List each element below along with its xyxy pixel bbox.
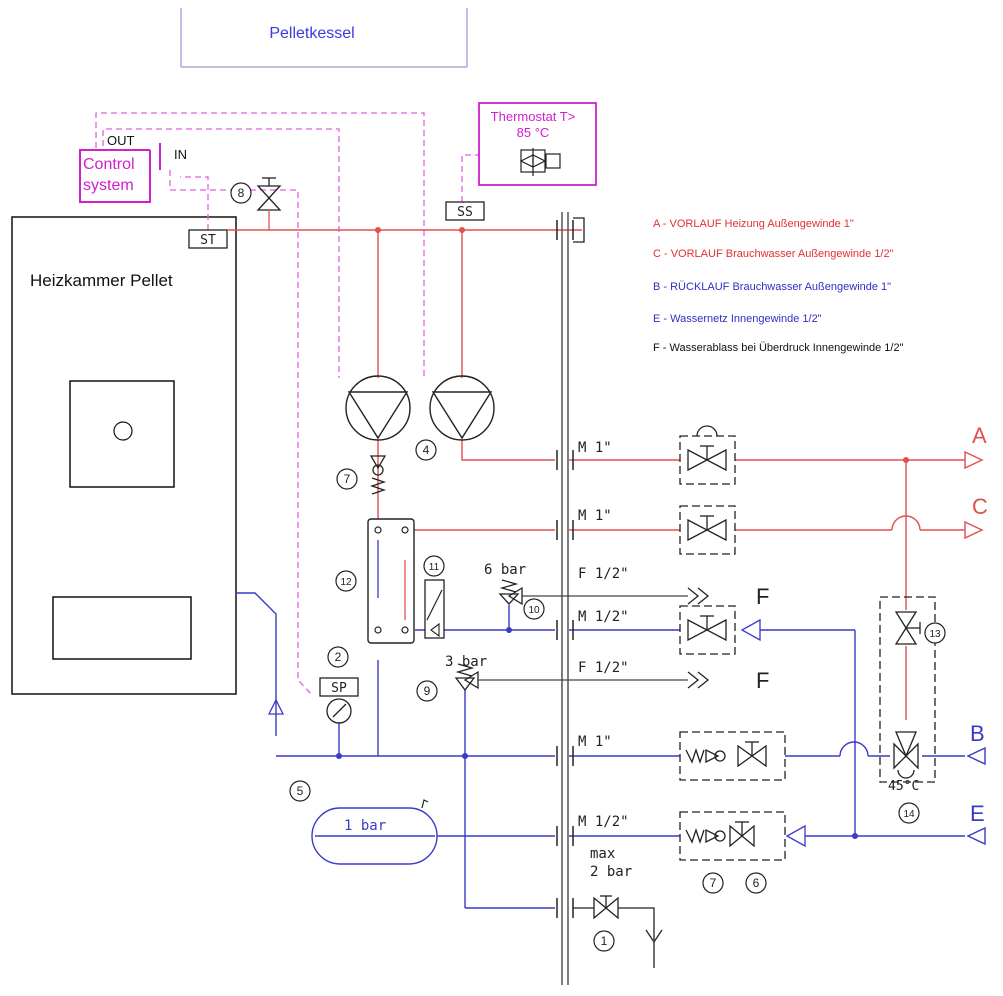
junction-dot [459,227,465,233]
label-component-10: 10 [528,605,540,616]
flow-meter [424,579,445,639]
junction-dot [336,753,342,759]
boiler-label: Heizkammer Pellet [30,271,173,290]
max-label: max [590,846,615,862]
connection-label-m1-b: M 1" [578,734,612,750]
tank-pressure-label: 1 bar [344,818,386,834]
cap-fitting [573,217,585,243]
label-component-8: 8 [238,186,245,200]
wall-fittings [556,220,574,918]
port-f2-label: F [756,668,769,693]
label-component-11: 11 [429,562,440,573]
component-number-circles [230,182,946,952]
label-component-13: 13 [929,629,941,640]
sensor-st-box [188,229,228,249]
pressure-gauge-icon [326,698,352,724]
port-a-label: A [972,423,987,448]
control-system-label-1: Control [83,156,135,173]
label-component-5: 5 [297,784,304,798]
legend-item-a: A - VORLAUF Heizung Außengewinde 1" [653,218,854,230]
heat-exchanger [367,518,415,644]
sensor-ss-box [445,201,485,221]
control-system-box [79,149,151,203]
pump-icon [429,375,495,441]
junction-dot [852,833,858,839]
sensor-sp-box [319,677,359,697]
thermostat-box [478,102,597,186]
valve-8-icon [256,177,282,230]
boiler-door-upper [69,380,175,488]
connection-label-m-half-1: M 1/2" [578,609,629,625]
pump-icon [345,375,411,441]
tank-valve-icon [421,799,429,809]
expansion-tank [311,807,438,865]
relief-6bar-label: 6 bar [484,562,526,578]
port-a-arrow [964,450,984,470]
label-component-1: 1 [601,934,608,948]
connection-label-m-half-2: M 1/2" [578,814,629,830]
port-b-label: B [970,721,985,746]
relief-3bar-label: 3 bar [445,654,487,670]
label-component-7: 7 [344,472,351,486]
connection-label-f-half-1: F 1/2" [578,566,629,582]
port-c-label: C [972,494,988,519]
relief-valve-6bar [498,579,710,606]
legend-item-c: C - VORLAUF Brauchwasser Außengewinde 1/… [653,248,894,260]
valve-group-b [679,731,786,781]
thermostat-valve-icon [519,148,561,176]
legend-item-b: B - RÜCKLAUF Brauchwasser Außengewinde 1… [653,281,891,293]
port-e-arrow [966,826,986,846]
control-in-label: IN [174,147,187,162]
connection-label-m1-a: M 1" [578,440,612,456]
label-component-4: 4 [423,443,430,457]
label-component-12: 12 [340,577,352,588]
return-pipes [236,580,965,909]
relief-valve-3bar [454,663,710,692]
label-component-14: 14 [903,809,915,820]
boiler-body [11,216,237,695]
junction-dot [506,627,512,633]
drain-valve-icon [573,895,663,968]
valve-group-e [679,811,806,861]
legend-item-f: F - Wasserablass bei Überdruck Innengewi… [653,342,904,354]
junction-dot [903,457,909,463]
connection-label-f-half-2: F 1/2" [578,660,629,676]
port-c-arrow [964,520,984,540]
valve-group-a [679,425,736,485]
port-f1-label: F [756,584,769,609]
heat-exchanger-ports [374,526,409,634]
port-e-label: E [970,801,985,826]
label-component-2: 2 [335,650,342,664]
junction-dot [462,753,468,759]
check-valve-icon [369,455,387,495]
junction-dot [375,227,381,233]
max-pressure-label: 2 bar [590,864,632,880]
legend: A - VORLAUF Heizung Außengewinde 1" C - … [653,218,904,354]
mixing-valve-group [879,596,936,783]
mixer-temp-label: 45°C [888,779,919,794]
wall-line [561,212,569,985]
connection-label-m1-c: M 1" [578,508,612,524]
control-out-label: OUT [107,133,135,148]
pelletkessel-label: Pelletkessel [269,25,354,42]
valve-group-m-half [679,605,761,655]
label-component-7b: 7 [710,876,717,890]
pelletkessel-box [180,8,468,68]
valve-group-c [679,505,736,555]
control-wires [95,112,480,697]
port-b-arrow [966,746,986,766]
thermostat-label-2: 85 °C [517,125,550,140]
boiler-door-lower [52,596,192,660]
sensor-sp-label: SP [331,681,347,696]
label-component-6: 6 [753,876,760,890]
control-system-label-2: system [83,177,134,194]
sensor-st-label: ST [200,233,216,248]
sensor-ss-label: SS [457,205,473,220]
legend-item-e: E - Wassernetz Innengewinde 1/2" [653,313,822,325]
boiler-door-knob [113,421,133,441]
thermostat-label-1: Thermostat T> [491,109,576,124]
arrow-return-up [267,698,285,715]
label-component-9: 9 [424,684,431,698]
